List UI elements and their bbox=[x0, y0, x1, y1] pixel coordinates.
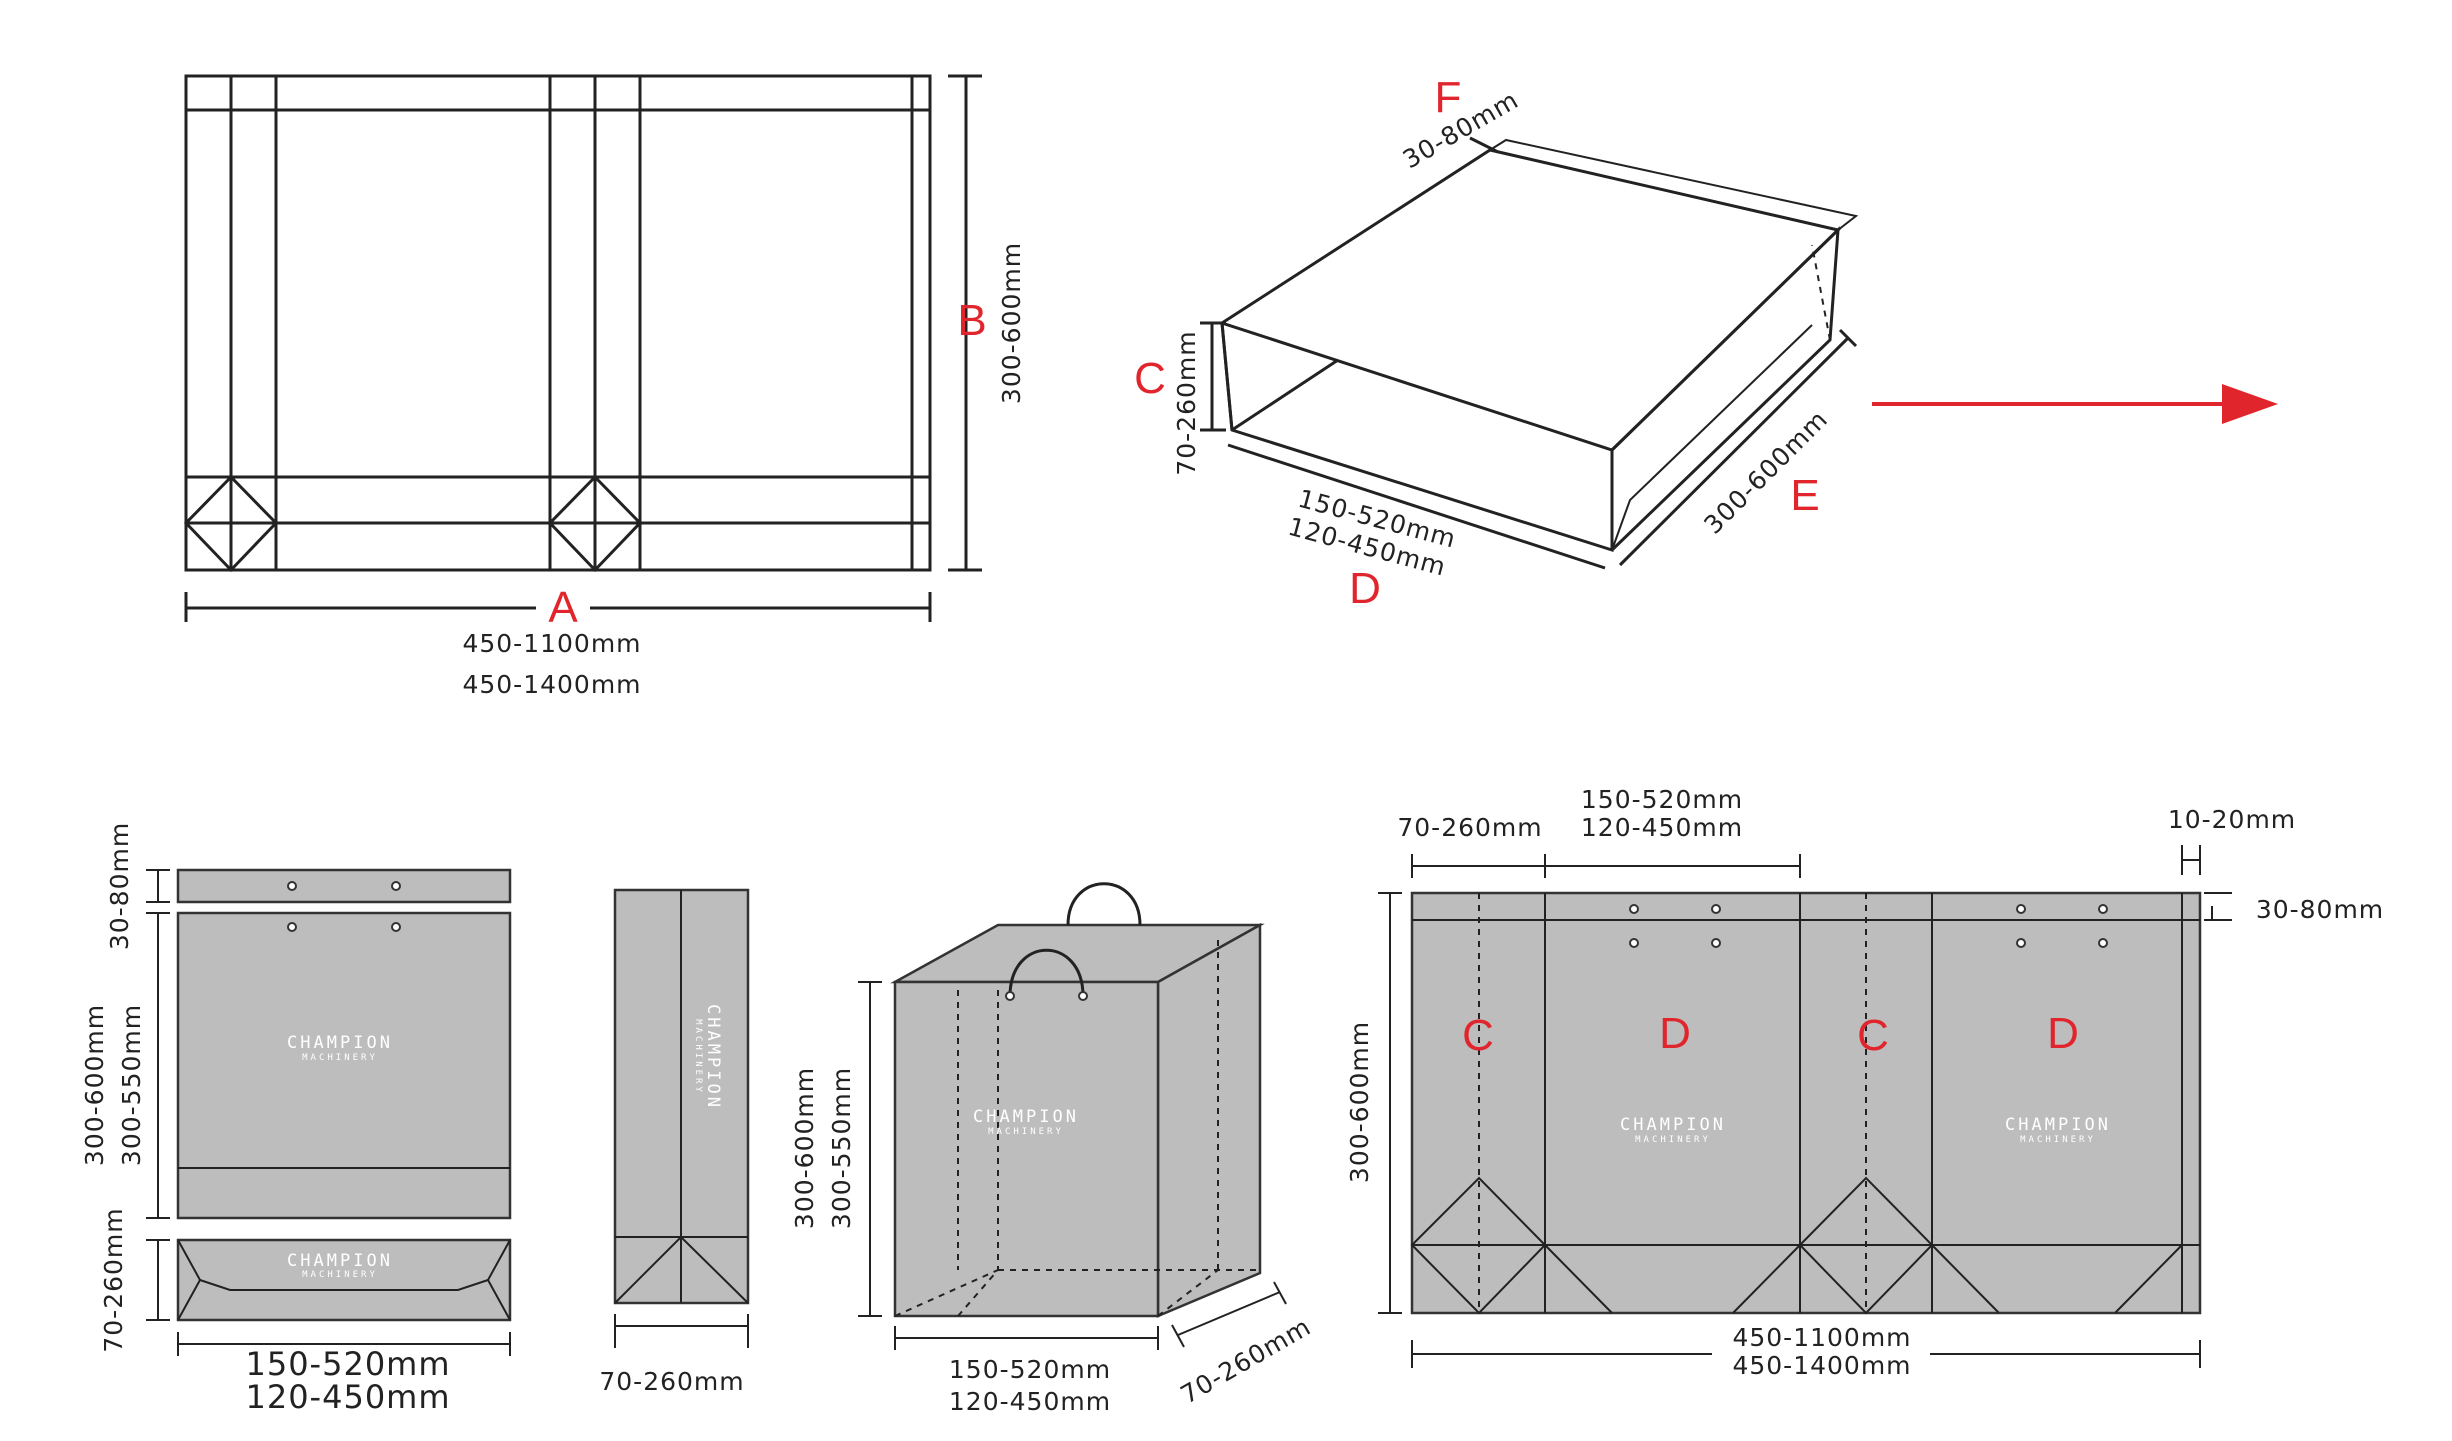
front-bottom-dim: 70-260mm bbox=[99, 1207, 128, 1352]
side-logo-2: MACHINERY bbox=[693, 1019, 703, 1095]
front-height-1: 300-600mm bbox=[80, 1004, 109, 1166]
front-width-1: 150-520mm bbox=[245, 1345, 450, 1383]
unfolded-drawing bbox=[1378, 845, 2232, 1368]
front-top-dim: 30-80mm bbox=[105, 822, 134, 950]
unfold-label-d-1: D bbox=[1659, 1009, 1691, 1058]
flat-width-1: 450-1100mm bbox=[462, 629, 641, 658]
side-view-drawing bbox=[613, 888, 750, 1348]
unfold-top-dim: 30-80mm bbox=[2256, 895, 2384, 924]
front-height-2: 300-550mm bbox=[117, 1004, 146, 1166]
front-width-2: 120-450mm bbox=[245, 1378, 450, 1416]
front-logo-2: MACHINERY bbox=[302, 1053, 378, 1063]
unfold-c-dim: 70-260mm bbox=[1397, 813, 1542, 842]
unfold-glue-dim: 10-20mm bbox=[2168, 805, 2296, 834]
side-logo-1: CHAMPION bbox=[703, 1004, 723, 1110]
label-f: F bbox=[1435, 73, 1462, 122]
iso-view-drawing bbox=[858, 882, 1287, 1350]
unfold-d-dim-2: 120-450mm bbox=[1581, 813, 1743, 842]
iso-height-2: 300-550mm bbox=[827, 1067, 856, 1229]
folded-c-dim: 70-260mm bbox=[1172, 330, 1201, 475]
flat-width-2: 450-1400mm bbox=[462, 670, 641, 699]
front-bottom-logo-2: MACHINERY bbox=[302, 1270, 378, 1280]
label-b: B bbox=[957, 296, 986, 345]
unfold-width-2: 450-1400mm bbox=[1732, 1351, 1911, 1380]
unfold-label-d-2: D bbox=[2047, 1009, 2079, 1058]
unfold-label-c-2: C bbox=[1857, 1011, 1889, 1060]
flat-sheet-drawing bbox=[183, 74, 982, 622]
iso-logo-2: MACHINERY bbox=[988, 1127, 1064, 1137]
unfold-logo-1b: CHAMPION bbox=[2005, 1115, 2111, 1135]
unfold-height: 300-600mm bbox=[1345, 1021, 1374, 1183]
label-a: A bbox=[548, 583, 578, 632]
iso-width-1: 150-520mm bbox=[949, 1355, 1111, 1384]
label-d: D bbox=[1349, 564, 1381, 613]
front-view-drawing bbox=[146, 868, 512, 1356]
iso-height-1: 300-600mm bbox=[790, 1067, 819, 1229]
unfold-logo-1a: CHAMPION bbox=[1620, 1115, 1726, 1135]
unfold-d-dim-1: 150-520mm bbox=[1581, 785, 1743, 814]
folded-bag-drawing bbox=[1200, 136, 2278, 570]
label-e: E bbox=[1790, 471, 1819, 520]
unfold-logo-2b: MACHINERY bbox=[2020, 1135, 2096, 1145]
front-logo-1: CHAMPION bbox=[287, 1033, 393, 1053]
side-width: 70-260mm bbox=[599, 1367, 744, 1396]
front-bottom-logo-1: CHAMPION bbox=[287, 1251, 393, 1271]
iso-width-2: 120-450mm bbox=[949, 1387, 1111, 1416]
unfold-width-1: 450-1100mm bbox=[1732, 1323, 1911, 1352]
unfold-logo-2a: MACHINERY bbox=[1635, 1135, 1711, 1145]
flat-height: 300-600mm bbox=[997, 242, 1026, 404]
iso-logo-1: CHAMPION bbox=[973, 1107, 1079, 1127]
label-c: C bbox=[1134, 354, 1166, 403]
unfold-label-c-1: C bbox=[1462, 1011, 1494, 1060]
